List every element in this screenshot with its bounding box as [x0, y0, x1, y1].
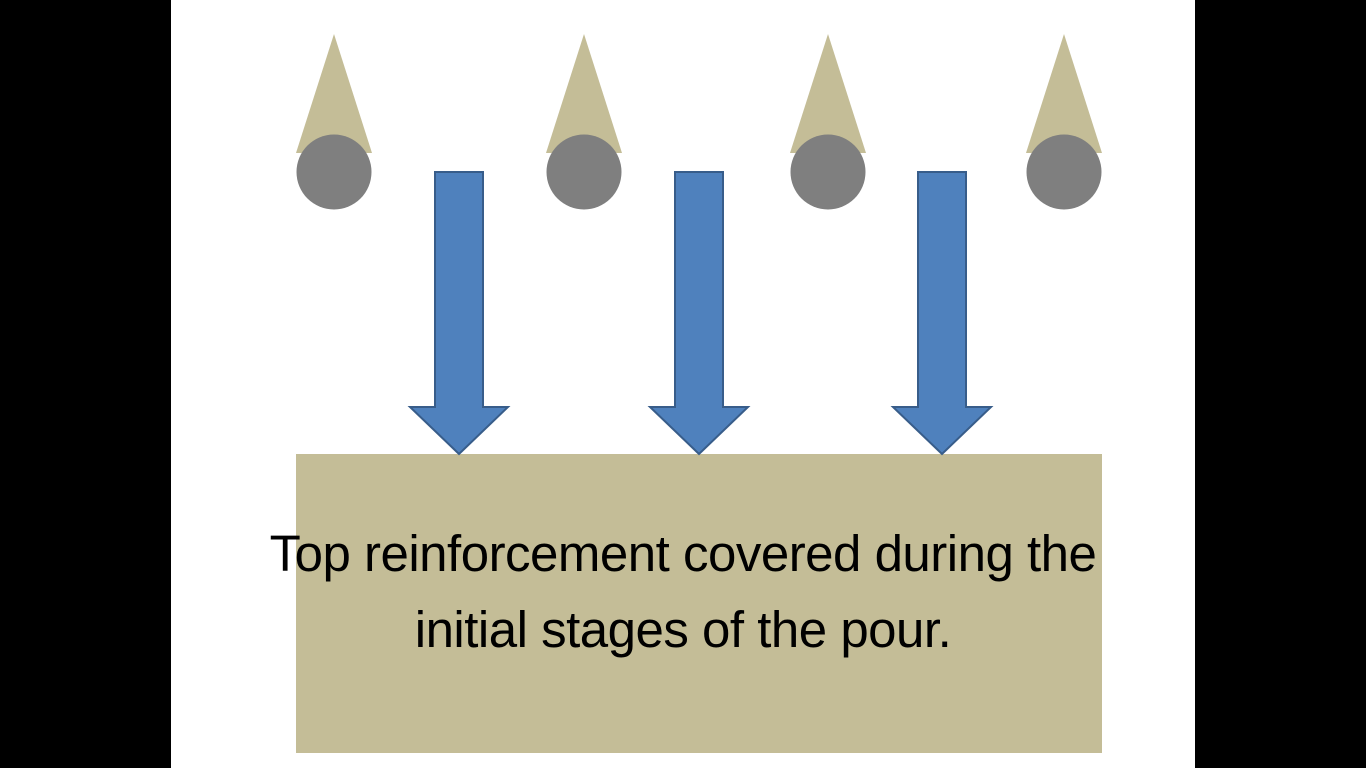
pour-diagram: [296, 34, 1102, 753]
caption-line-1: Top reinforcement covered during the: [269, 525, 1097, 582]
slide-caption: Top reinforcement covered during the ini…: [171, 516, 1195, 668]
slide: Top reinforcement covered during the ini…: [171, 0, 1195, 768]
down-arrow-1: [407, 171, 511, 456]
rebar-cone-2: [546, 34, 622, 153]
arrow-group: [407, 171, 994, 456]
rebar-bar-3: [790, 134, 866, 210]
rebar-bar-4: [1026, 134, 1102, 210]
rebar-bar-1: [296, 134, 372, 210]
caption-line-2: initial stages of the pour.: [414, 601, 952, 658]
rebar-group: [296, 34, 1102, 210]
rebar-bar-2: [546, 134, 622, 210]
rebar-cone-3: [790, 34, 866, 153]
rebar-cone-4: [1026, 34, 1102, 153]
concrete-block: [296, 454, 1102, 753]
down-arrow-3: [890, 171, 994, 456]
down-arrow-2: [647, 171, 751, 456]
rebar-cone-1: [296, 34, 372, 153]
